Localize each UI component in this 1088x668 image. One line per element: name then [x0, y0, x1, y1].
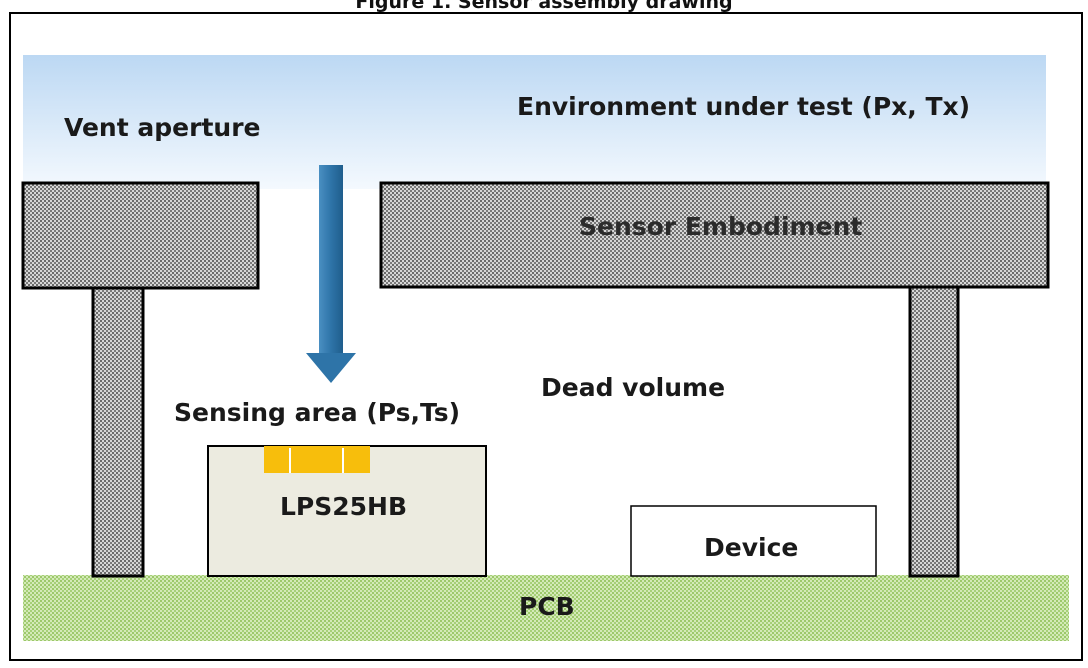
sensor-embodiment-label: Sensor Embodiment: [579, 212, 863, 241]
device-box: [630, 505, 877, 577]
right-embodiment-leg: [908, 285, 960, 578]
vent-aperture-label: Vent aperture: [64, 113, 261, 142]
pcb-label: PCB: [519, 592, 575, 621]
pcb-board: [23, 575, 1069, 641]
dead-volume-label: Dead volume: [541, 373, 726, 402]
environment-region: [23, 55, 1046, 189]
environment-label: Environment under test (Px, Tx): [517, 92, 971, 121]
figure-title: Figure 1. Sensor assembly drawing: [355, 0, 733, 13]
sensing-area-label: Sensing area (Ps,Ts): [174, 398, 461, 427]
device-label: Device: [704, 533, 799, 562]
chip-label: LPS25HB: [280, 492, 408, 521]
airflow-arrow: [306, 165, 356, 383]
diagram-frame: [9, 12, 1083, 661]
left-embodiment-cap: [21, 181, 260, 290]
figure-title-cropped: Figure 1. Sensor assembly drawing: [0, 0, 1088, 14]
sensing-pads: [264, 446, 370, 473]
left-embodiment-leg: [91, 286, 145, 578]
sensor-embodiment-beam: [379, 181, 1050, 289]
